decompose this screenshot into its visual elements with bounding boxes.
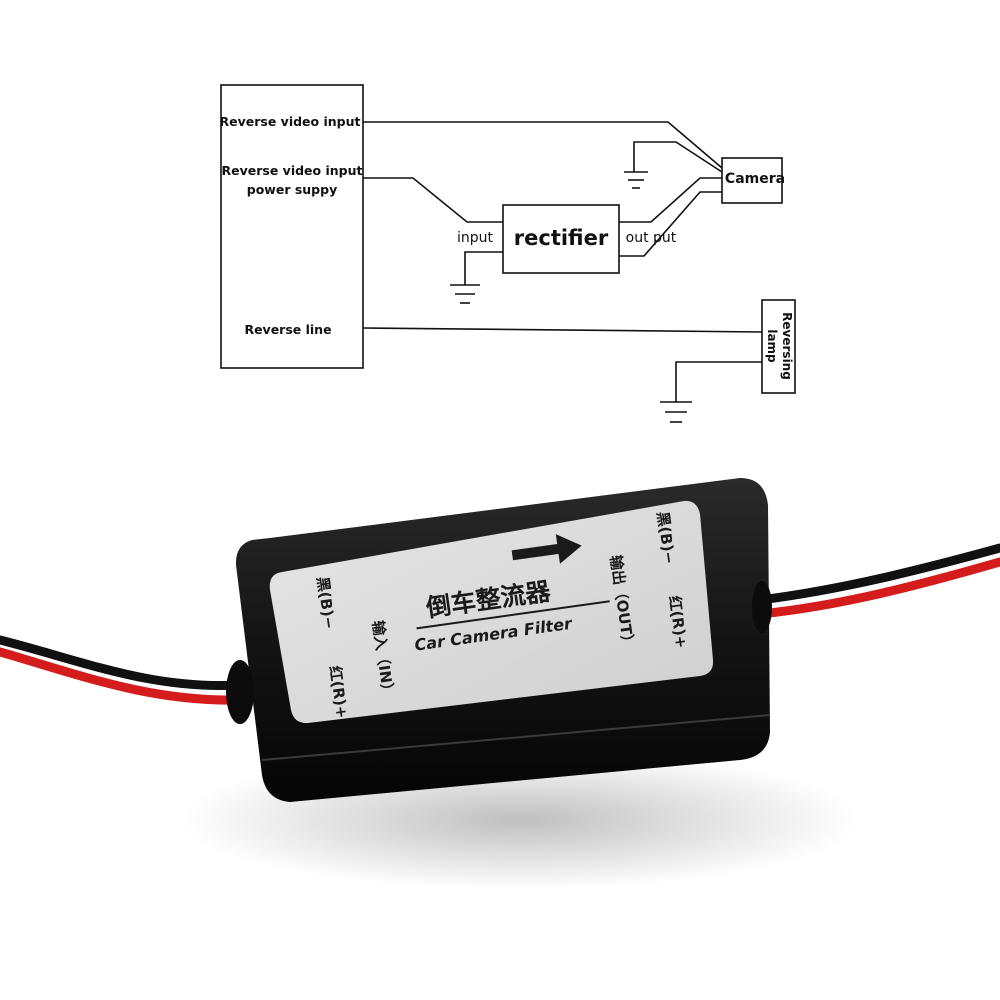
left-grommet [226, 660, 254, 724]
right-grommet [752, 581, 772, 633]
ground-icon-camera [624, 171, 648, 189]
head-unit-box [220, 84, 364, 369]
video-wire [363, 121, 723, 169]
ground-icon-rectifier [450, 284, 480, 304]
camera-ground-wire [633, 141, 723, 173]
head-unit-power-label-1: Reverse video input [222, 163, 363, 178]
reversing-lamp-label: Reversing lamp [765, 312, 794, 380]
wiring-diagram [220, 84, 796, 423]
reversing-lamp-box [761, 299, 796, 394]
head-unit-video-label: Reverse video input [220, 114, 361, 129]
rectifier-output-label: out put [626, 230, 677, 246]
head-unit-reverse-label: Reverse line [244, 322, 331, 337]
ground-icon-lamp [660, 401, 692, 423]
output-wire-2 [619, 191, 722, 257]
reversing-lamp-label-2: lamp [765, 329, 779, 363]
rectifier-input-label: input [457, 230, 494, 246]
device-label [269, 500, 714, 724]
right-cable [755, 543, 1000, 619]
direction-arrow-icon [511, 534, 582, 564]
reversing-lamp-label-1: Reversing [780, 312, 794, 380]
rectifier-box [502, 204, 620, 274]
lamp-ground-wire [675, 361, 762, 402]
device-seam [261, 714, 771, 761]
reverse-wire [362, 327, 763, 333]
head-unit-power-label-2: power suppy [247, 182, 337, 197]
label-divider [416, 600, 610, 630]
rectifier-label: rectifier [514, 226, 609, 250]
camera-box [721, 157, 783, 204]
left-cable [0, 635, 245, 705]
output-wire-1 [619, 177, 722, 223]
camera-label: Camera [725, 171, 785, 187]
power-wire [363, 177, 503, 223]
rectifier-ground-wire [464, 251, 503, 285]
product-photo: 倒车整流器 Car Camera Filter 输入（IN） 红(R)+ 黑(B… [0, 478, 1000, 890]
